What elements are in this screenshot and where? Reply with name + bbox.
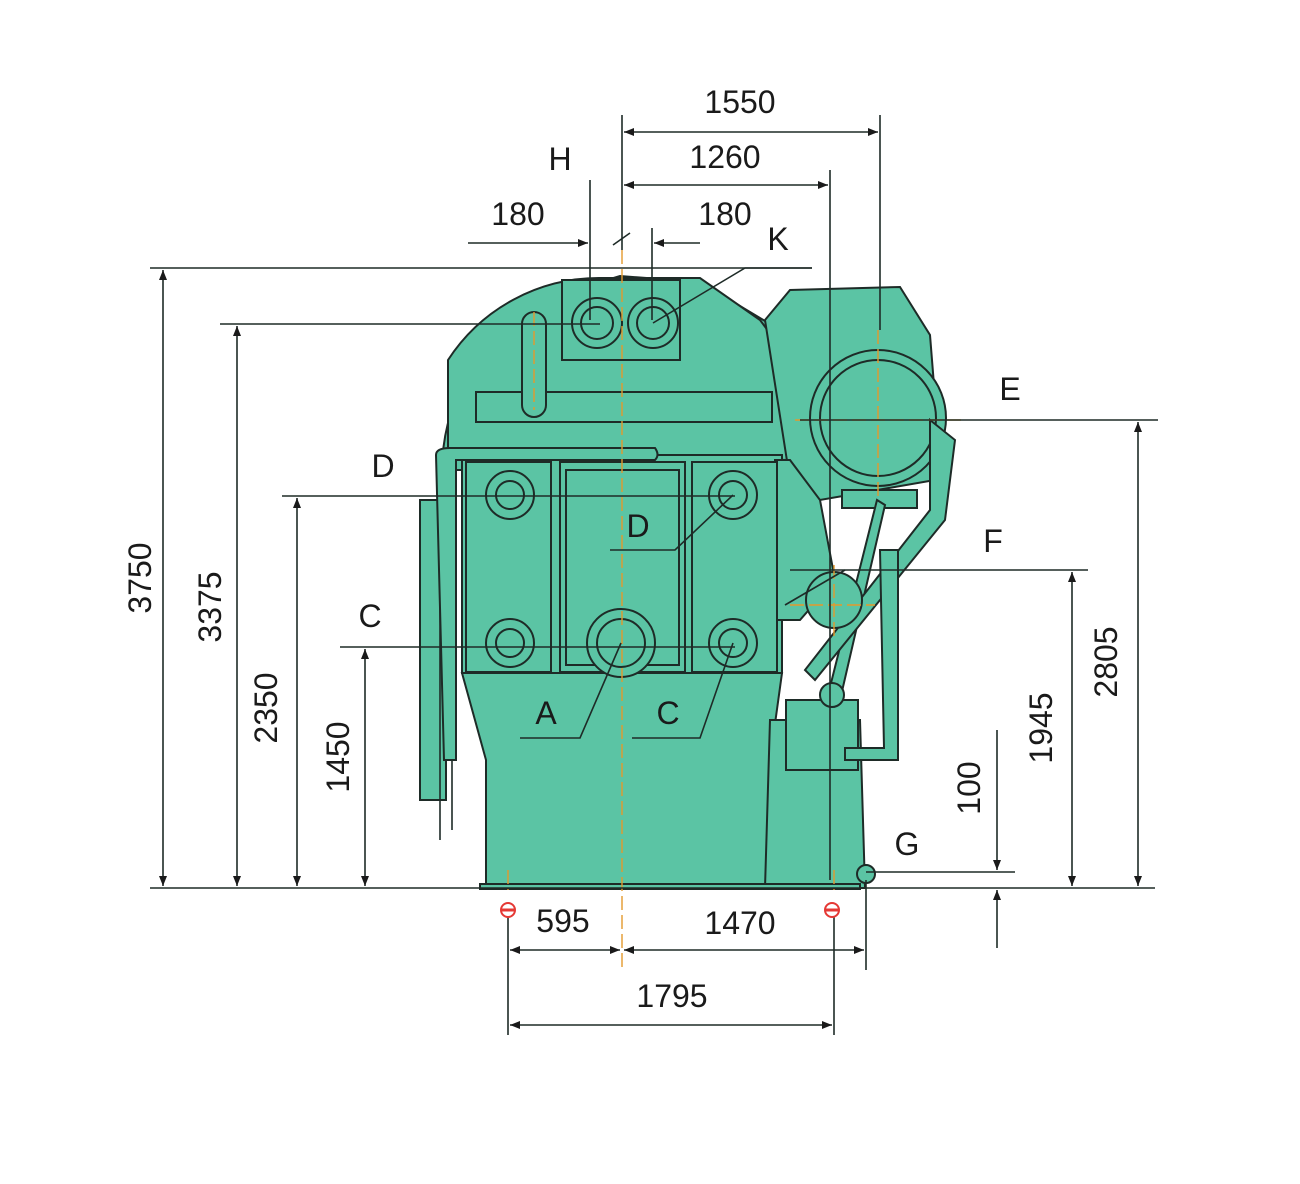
label-D-left: D <box>371 448 394 484</box>
dim-1945: 1945 <box>1023 692 1059 763</box>
dim-180-left: 180 <box>491 196 544 232</box>
dim-1470: 1470 <box>704 905 775 941</box>
dim-180-right: 180 <box>698 196 751 232</box>
label-C-left: C <box>358 598 381 634</box>
dimension-lines <box>150 115 1158 1035</box>
label-F: F <box>983 523 1003 559</box>
label-D-center: D <box>626 508 649 544</box>
dim-1260: 1260 <box>689 139 760 175</box>
anchor-bolts <box>500 902 840 918</box>
label-C-center: C <box>656 695 679 731</box>
crossbar <box>475 391 773 423</box>
dim-1550: 1550 <box>704 84 775 120</box>
boiler-body <box>419 274 957 890</box>
label-H: H <box>548 141 571 177</box>
base <box>460 672 784 889</box>
label-G: G <box>895 826 920 862</box>
label-E: E <box>999 371 1020 407</box>
dim-3375: 3375 <box>192 571 228 642</box>
dim-1450: 1450 <box>320 721 356 792</box>
label-A: A <box>535 695 557 731</box>
dim-1795: 1795 <box>636 978 707 1014</box>
label-K: K <box>767 221 788 257</box>
dim-3750: 3750 <box>122 542 158 613</box>
dim-100: 100 <box>951 761 987 814</box>
dim-2350: 2350 <box>248 672 284 743</box>
dim-2805: 2805 <box>1088 626 1124 697</box>
dim-595: 595 <box>536 903 589 939</box>
